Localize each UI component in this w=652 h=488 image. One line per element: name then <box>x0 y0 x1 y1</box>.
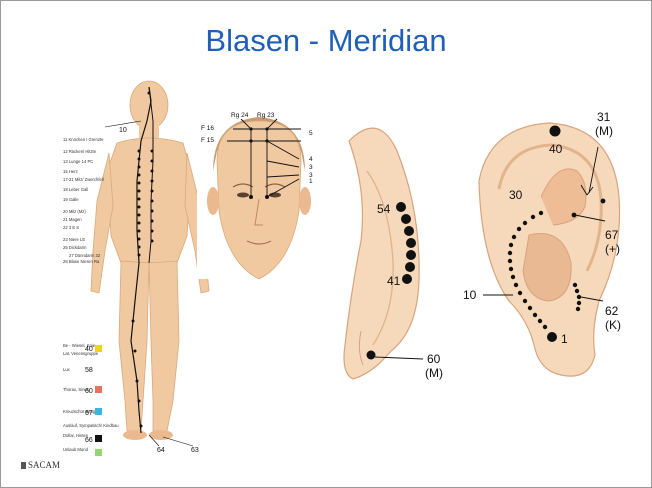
ear-right-label-k: (K) <box>605 318 621 332</box>
head-label-1: 1 <box>309 178 313 185</box>
swatch-blue <box>95 408 102 415</box>
note-1: 11 Knochen I Grenzte <box>63 137 104 142</box>
note-8: 20 Milz (Mz) <box>63 209 86 214</box>
note-11: 23 Niere LE <box>63 237 85 242</box>
head-label-rg23: Rg 23 <box>257 112 275 119</box>
ear-right-label-40: 40 <box>549 142 563 156</box>
ear-left-label-41: 41 <box>387 274 401 288</box>
body-label-63: 63 <box>191 447 199 454</box>
ear-left-label-m: (M) <box>425 366 443 380</box>
footer-logo: SACAM <box>21 460 60 470</box>
head-figure: Rg 24 Rg 23 F 16 F 15 5 4 3 3 1 <box>197 109 321 279</box>
body-label-10: 10 <box>119 127 127 134</box>
note-4: 15 Herz <box>63 169 78 174</box>
note-14: 28 Blase Nieren Ra <box>63 259 100 264</box>
note-7: 19 Galle <box>63 197 79 202</box>
body-label-66: 66 <box>85 437 93 444</box>
body-label-64: 64 <box>157 447 165 454</box>
ear-right-label-31: 31 <box>597 110 611 124</box>
swatch-red <box>95 386 102 393</box>
ear-left-label-60: 60 <box>427 352 441 366</box>
note-6: 18 Leber Gall <box>63 187 88 192</box>
note-2: 12 Rücken/ Hitzte <box>63 149 97 154</box>
note-5: 17-21 Milz/ Zwerchfell <box>63 177 104 182</box>
body-figure: 11 Knochen I Grenzte 12 Rücken/ Hitzte 1… <box>63 81 209 456</box>
ear-right-label-10: 10 <box>463 288 477 302</box>
ear-right-label-67: 67 <box>605 228 619 242</box>
ear-right-label-plus: (+) <box>605 242 620 256</box>
body-label-40: 40 <box>85 346 93 353</box>
ear-right-label-1: 1 <box>561 332 568 346</box>
head-label-3a: 3 <box>309 164 313 171</box>
swatch-yellow <box>95 345 102 352</box>
note-9: 21 Magen <box>63 217 82 222</box>
ear-right-label-62: 62 <box>605 304 619 318</box>
note-22: Unlaub Mund <box>63 447 89 452</box>
ear-right-label-m: (M) <box>595 124 613 138</box>
head-label-f16: F 16 <box>201 125 214 132</box>
note-10: 22 3 E S <box>63 225 79 230</box>
ear-left-label-54: 54 <box>377 202 391 216</box>
head-label-rg24: Rg 24 <box>231 112 249 119</box>
swatch-black <box>95 435 102 442</box>
note-3: 13 Lunge 14 PC <box>63 159 93 164</box>
ear-right-label-30: 30 <box>509 188 523 202</box>
logo-mark-icon <box>21 462 26 469</box>
note-20: Auslauf, Sympatisch/ Kindbau <box>63 423 119 428</box>
swatch-green <box>95 449 102 456</box>
footer-text: SACAM <box>28 460 60 470</box>
body-label-60: 60 <box>85 388 93 395</box>
head-label-f15: F 15 <box>201 137 214 144</box>
note-17: Lux <box>63 367 71 372</box>
head-label-4: 4 <box>309 156 313 163</box>
body-label-58: 58 <box>85 367 93 374</box>
note-12: 25 Dickdarm <box>63 245 87 250</box>
note-16: Lat. Venensgruppe <box>63 351 99 356</box>
body-label-67: 67 <box>85 410 93 417</box>
head-label-5: 5 <box>309 130 313 137</box>
note-13: 27 Dünndarm 32 <box>69 253 101 258</box>
